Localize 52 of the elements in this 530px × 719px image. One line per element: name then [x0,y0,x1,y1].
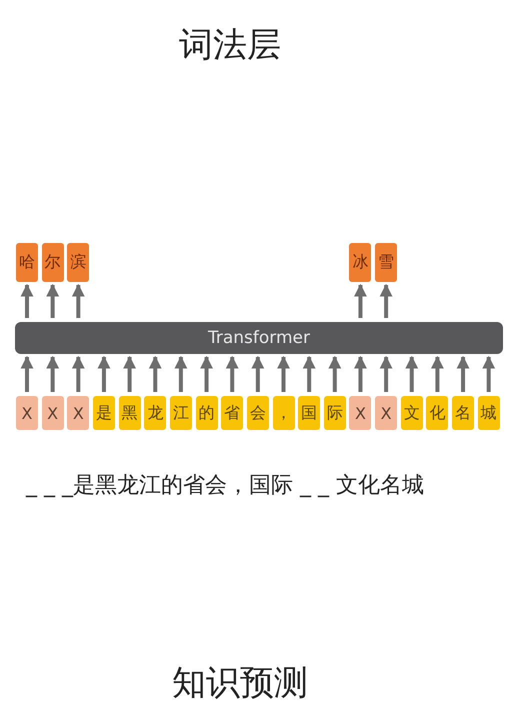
arrow [380,356,392,392]
arrow [20,356,34,392]
transformer-bar: Transformer [15,322,503,354]
token-box: 省 [221,396,244,430]
arrow [354,356,367,392]
predicted-token-box: 尔 [42,243,64,282]
arrow [123,356,136,392]
arrow [72,356,85,392]
arrow [405,356,418,392]
arrow [148,356,162,392]
predicted-token-box: 冰 [349,243,372,282]
token-box: 名 [452,396,474,430]
masked-token-box: X [375,396,398,430]
predicted-token-box: 雪 [375,243,398,282]
arrow [200,356,213,392]
token-box: 会 [246,396,269,430]
masked-token-box: X [349,396,372,430]
arrow [46,284,60,318]
token-box: 城 [478,396,500,430]
token-box: 江 [170,396,192,430]
arrow [20,284,34,318]
predicted-token-box: 滨 [67,243,90,282]
token-box: ， [272,396,294,430]
arrow [72,284,85,318]
token-box: 文 [400,396,423,430]
token-box: 黑 [118,396,141,430]
token-box: 化 [426,396,448,430]
arrow [431,356,444,392]
arrow [98,356,110,392]
caption: 知识预测 [171,662,309,705]
masked-token-box: X [42,396,64,430]
arrow [302,356,316,392]
masked-token-box: X [67,396,90,430]
arrow [354,284,367,318]
arrow [380,284,392,318]
masked-token-box: X [16,396,38,430]
arrow [482,356,496,392]
predicted-token-box: 哈 [16,243,38,282]
arrow [251,356,264,392]
title: 词法层 [178,24,282,67]
token-box: 龙 [144,396,166,430]
token-box: 国 [298,396,320,430]
arrow [226,356,239,392]
sentence: _ _ _是黑龙江的省会，国际 _ _ 文化名城 [26,472,424,500]
arrow [328,356,342,392]
token-box: 是 [92,396,115,430]
arrow [277,356,290,392]
arrow [456,356,470,392]
arrow [174,356,188,392]
arrow [46,356,60,392]
token-box: 的 [196,396,218,430]
token-box: 际 [324,396,346,430]
